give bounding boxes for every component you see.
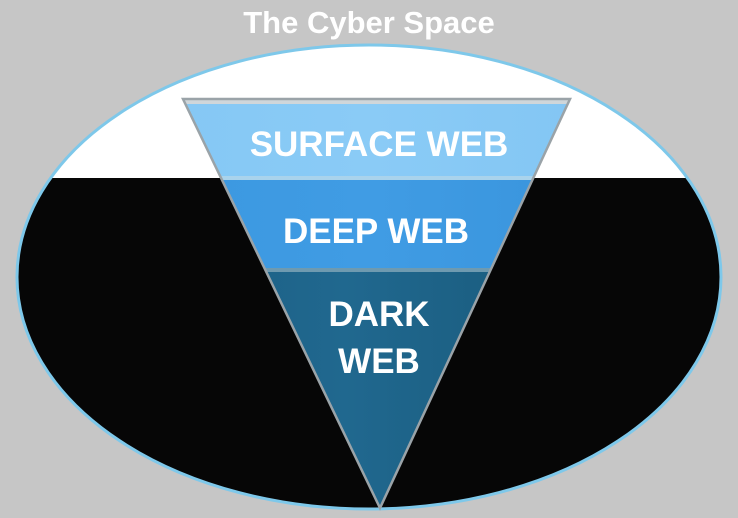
dark-band-top-edge bbox=[183, 268, 570, 272]
dark-web-label-line-1: DARK bbox=[328, 295, 429, 334]
dark-web-label-line-2: WEB bbox=[338, 342, 420, 381]
page-title: The Cyber Space bbox=[243, 5, 495, 40]
deep-band-top-edge bbox=[183, 176, 570, 180]
surface-web-band[interactable] bbox=[120, 99, 620, 178]
surface-band-top-edge bbox=[183, 99, 570, 104]
iceberg-outline bbox=[181, 97, 572, 511]
surface-web-label: SURFACE WEB bbox=[250, 125, 509, 164]
deep-web-label: DEEP WEB bbox=[283, 212, 469, 251]
ellipse-outline bbox=[15, 43, 723, 511]
